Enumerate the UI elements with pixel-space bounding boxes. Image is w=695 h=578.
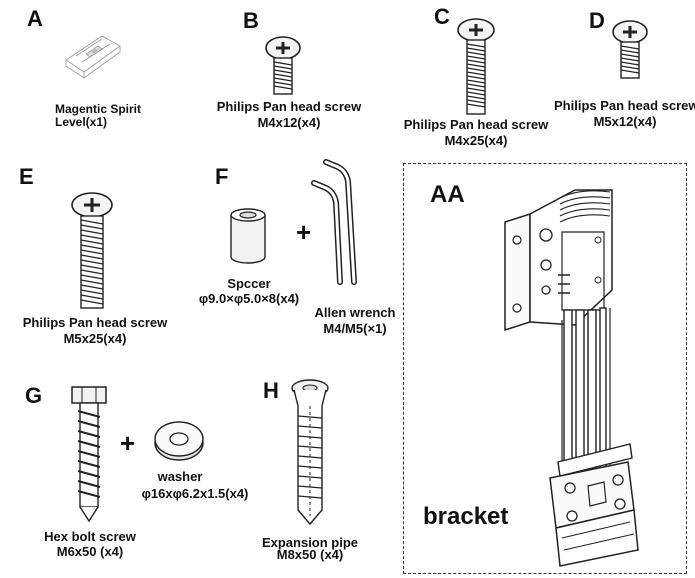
part-c-spec: M4x25(x4) — [444, 133, 508, 148]
allen-wrench-icon — [310, 157, 370, 287]
part-e-spec: M5x25(x4) — [63, 331, 127, 346]
hex-bolt-icon — [68, 383, 110, 523]
part-letter-d: D — [589, 8, 605, 33]
bolt-name: Hex bolt screw — [44, 529, 136, 544]
washer-name: washer — [157, 469, 203, 484]
part-a-spec: Level(x1) — [55, 115, 108, 129]
spacer-icon — [228, 207, 268, 265]
wrench-name: Allen wrench — [314, 305, 396, 320]
part-letter-e: E — [19, 164, 34, 189]
screw-icon — [264, 36, 302, 96]
part-letter-a: A — [27, 6, 43, 31]
washer-spec: φ16xφ6.2x1.5(x4) — [141, 486, 249, 501]
washer-icon — [153, 420, 205, 462]
screw-icon — [611, 20, 649, 80]
spacer-spec: φ9.0×φ5.0×8(x4) — [198, 291, 300, 306]
plus-sign: + — [120, 428, 136, 458]
expansion-anchor-icon — [288, 376, 332, 526]
spirit-level-icon — [62, 30, 124, 79]
part-letter-b: B — [243, 8, 259, 33]
anchor-name: Expansion pipe — [261, 535, 359, 550]
part-c-name: Philips Pan head screw — [403, 117, 549, 132]
screw-icon — [70, 192, 114, 310]
part-b-name: Philips Pan head screw — [216, 99, 362, 114]
anchor-spec: M8x50 (x4) — [276, 547, 344, 562]
part-e-name: Philips Pan head screw — [22, 315, 168, 330]
part-letter-f: F — [215, 164, 229, 189]
part-letter-h: H — [263, 378, 279, 403]
part-letter-g: G — [25, 383, 43, 408]
part-b-spec: M4x12(x4) — [257, 115, 321, 130]
part-d-spec: M5x12(x4) — [593, 114, 657, 129]
plus-sign: + — [296, 217, 312, 247]
part-letter-aa: AA — [430, 181, 465, 208]
bracket-icon — [500, 180, 650, 570]
screw-icon — [456, 18, 496, 116]
wrench-spec: M4/M5(×1) — [323, 321, 387, 336]
bolt-spec: M6x50 (x4) — [56, 544, 124, 559]
spacer-name: Spccer — [227, 276, 271, 291]
bracket-panel — [403, 163, 687, 574]
part-a-name: Magentic Spirit — [55, 102, 142, 116]
part-d-name: Philips Pan head screw — [554, 98, 695, 113]
part-letter-c: C — [434, 4, 450, 29]
bracket-label: bracket — [423, 503, 509, 530]
